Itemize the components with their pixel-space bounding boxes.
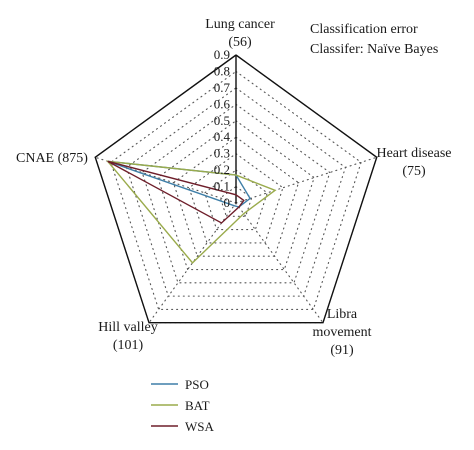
legend-label-pso: PSO xyxy=(185,377,209,392)
legend-label-wsa: WSA xyxy=(185,419,215,434)
annotation-line-1: Classification error xyxy=(310,22,418,37)
tick-label: 0.5 xyxy=(214,113,230,128)
grid-ring xyxy=(157,120,315,271)
axis-label-lung-cancer: Lung cancer xyxy=(205,17,275,32)
series-layer xyxy=(106,160,277,264)
tick-label: 0.1 xyxy=(214,179,230,194)
tick-label: 0.9 xyxy=(214,47,230,62)
outer-frame-layer xyxy=(94,54,378,324)
series-bat xyxy=(106,160,277,264)
axis-sub-libra: (91) xyxy=(330,343,354,358)
axis-label-libra-2: movement xyxy=(312,325,371,340)
axis-label-libra: Libra xyxy=(327,307,358,322)
legend-label-bat: BAT xyxy=(185,398,210,413)
tick-label-layer: 00.1 0.20.3 0.40.5 0.60.7 0.80.9 xyxy=(214,47,231,210)
grid-radial xyxy=(235,202,324,324)
outer-frame-series xyxy=(94,54,378,324)
series-wsa xyxy=(107,160,245,224)
annotation-line-2: Classifer: Naïve Bayes xyxy=(310,42,438,57)
grid-ring xyxy=(188,152,284,244)
tick-label: 0.8 xyxy=(214,63,230,78)
tick-label: 0.2 xyxy=(214,162,230,177)
axis-label-hill-valley: Hill valley xyxy=(98,320,158,335)
legend: PSO BAT WSA xyxy=(151,377,215,434)
tick-label: 0 xyxy=(224,195,231,210)
tick-label: 0.3 xyxy=(214,146,230,161)
grid-radial xyxy=(94,156,237,204)
axis-label-heart-disease: Heart disease xyxy=(376,146,451,161)
grid-ring xyxy=(204,169,268,231)
axis-label-cnae: CNAE (875) xyxy=(16,151,88,166)
axis-sub-lung-cancer: (56) xyxy=(228,35,252,50)
tick-label: 0.7 xyxy=(214,80,231,95)
grid-ring xyxy=(141,103,331,284)
axis-sub-heart-disease: (75) xyxy=(402,164,426,179)
tick-label: 0.4 xyxy=(214,129,231,144)
axis-sub-hill-valley: (101) xyxy=(113,338,144,353)
tick-label: 0.6 xyxy=(214,96,231,111)
grid-radial xyxy=(235,156,378,204)
